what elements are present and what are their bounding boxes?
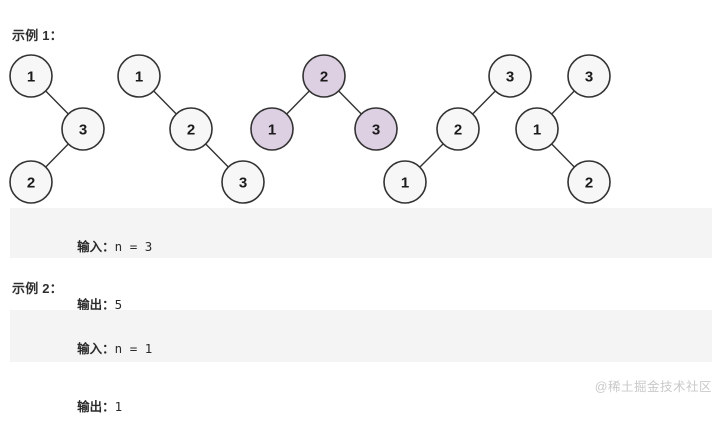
- code-line-value: n = 1: [114, 341, 153, 356]
- tree-edge: [419, 143, 444, 168]
- example-2-heading: 示例 2：: [12, 281, 63, 296]
- tree-node-label: 1: [27, 69, 35, 86]
- tree-node-label: 2: [187, 122, 195, 139]
- tree-node-circle: [436, 107, 480, 151]
- code-line-label: 输入：: [77, 342, 115, 356]
- tree-edge: [205, 143, 229, 168]
- tree-node-label: 2: [320, 69, 328, 86]
- tree-node-circle: [250, 107, 294, 151]
- tree-node-circle: [488, 54, 532, 98]
- tree-1: 1 3 2: [9, 54, 105, 204]
- tree-node-label: 1: [401, 175, 409, 192]
- tree-node-label: 3: [585, 69, 593, 86]
- tree-node-circle: [515, 107, 559, 151]
- tree-2: 1 2 3: [117, 54, 265, 204]
- trees-svg: 1 3 2 1 2 3 2 1 3 3 2 1 3 1 2: [9, 54, 611, 204]
- tree-edge: [338, 90, 362, 115]
- tree-node-circle: [567, 54, 611, 98]
- tree-node-circle: [61, 107, 105, 151]
- code-line-value: n = 3: [114, 239, 153, 254]
- code-line: 输入：n = 3: [10, 218, 712, 276]
- tree-5: 3 1 2: [515, 54, 611, 204]
- tree-node-circle: [117, 54, 161, 98]
- tree-node-label: 2: [27, 175, 35, 192]
- tree-node-label: 3: [239, 175, 247, 192]
- tree-edge: [551, 90, 575, 115]
- tree-node-circle: [302, 54, 346, 98]
- code-line-label: 输出：: [77, 298, 115, 312]
- tree-node-circle: [9, 160, 53, 204]
- code-line-label: 输入：: [77, 240, 115, 254]
- tree-node-label: 3: [79, 122, 87, 139]
- code-line: 输出：5: [10, 276, 712, 334]
- tree-edge: [286, 90, 310, 115]
- code-line-value: 1: [114, 399, 123, 414]
- tree-node-label: 2: [454, 122, 462, 139]
- example-1-heading: 示例 1：: [12, 28, 63, 43]
- code-line-label: 输出：: [77, 400, 115, 414]
- code-line: 输入：n = 1: [10, 320, 712, 378]
- tree-node-circle: [169, 107, 213, 151]
- tree-edge: [45, 143, 69, 168]
- code-block-1: 输入：n = 3 输出：5: [10, 208, 712, 312]
- tree-3: 2 1 3: [250, 54, 398, 151]
- tree-node-label: 3: [506, 69, 514, 86]
- tree-node-label: 1: [135, 69, 143, 86]
- tree-edge: [153, 90, 177, 115]
- watermark: @稀土掘金技术社区: [594, 380, 712, 394]
- tree-node-label: 3: [372, 122, 380, 139]
- tree-node-circle: [354, 107, 398, 151]
- tree-node-circle: [567, 160, 611, 204]
- tree-node-label: 2: [585, 175, 593, 192]
- tree-4: 3 2 1: [383, 54, 532, 204]
- code-line-value: 5: [114, 297, 123, 312]
- tree-node-label: 1: [533, 122, 541, 139]
- tree-node-label: 1: [268, 122, 276, 139]
- tree-node-circle: [9, 54, 53, 98]
- tree-edge: [472, 90, 496, 115]
- code-block-2: 输入：n = 1 输出：1: [10, 310, 712, 414]
- tree-edge: [45, 90, 69, 115]
- binary-search-trees-figure: 1 3 2 1 2 3 2 1 3 3 2 1 3 1 2: [0, 45, 726, 205]
- tree-edge: [551, 143, 575, 168]
- tree-node-circle: [221, 160, 265, 204]
- tree-node-circle: [383, 160, 427, 204]
